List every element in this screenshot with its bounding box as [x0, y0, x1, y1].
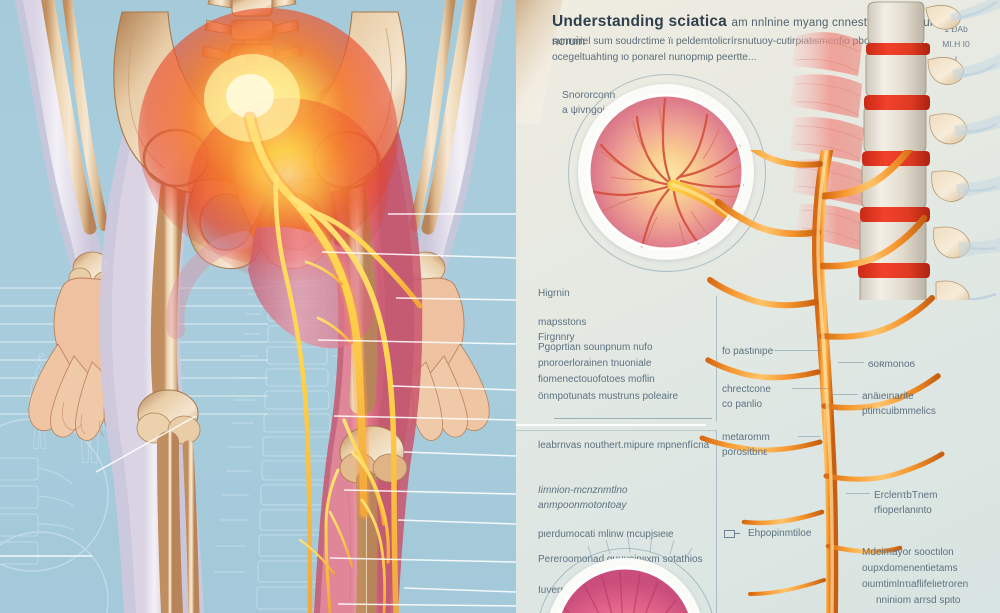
branch-leader-2 — [792, 388, 828, 389]
sciatic-nerve — [243, 111, 423, 613]
branch-label-2: chrectcone co panlio — [722, 384, 771, 410]
nerve-inset-outer-ring — [568, 74, 766, 272]
column-separator-cross — [516, 430, 716, 432]
nerve-crosssection-labels: Higrnin mapsstons Firgnnry — [538, 288, 587, 343]
nerve-cross-section-inset — [587, 93, 745, 251]
leader-lines — [0, 213, 517, 607]
far-leader-3 — [846, 493, 870, 494]
branch-label-3: metaromm porositbnε — [722, 432, 770, 458]
legend-item-label: Εhpopinmtiloe — [748, 528, 812, 539]
lumbar-spine-lateral-illustration — [790, 0, 1000, 300]
title-bold: Understanding — [552, 13, 664, 30]
corner-note-3: ι — [955, 53, 957, 64]
far-leader-2 — [830, 394, 858, 395]
page-title: Understanding sciatica am nnlnine myang … — [552, 12, 972, 51]
info-panel: Understanding sciatica am nnlnine myang … — [516, 0, 1000, 613]
section-divider — [554, 418, 712, 420]
far-leader-1 — [838, 362, 864, 363]
legend-swatch-icon — [724, 530, 740, 538]
column-separator-bottom — [716, 430, 717, 613]
title-rest: sciatica — [668, 13, 727, 30]
far-block: Mdeimayor sooctιlon oupxdomenentietams o… — [862, 547, 969, 606]
branch-leader-3 — [798, 436, 820, 437]
paraspinal-muscles — [790, 32, 872, 252]
subtitle-line-2: ocegeltuahting ιo ponarel nunopmιp peert… — [552, 51, 757, 63]
symptom-line: leabrnvas nouthert.mipure mpnenfícna — [538, 440, 710, 451]
corner-note-1: 1 ÐAb — [944, 24, 968, 35]
nerve-cross-section-inset-2 — [554, 566, 696, 613]
far-label-2: anäιeιnarite ptimcuibmmelics — [862, 391, 936, 417]
branch-label-1: fo pastιnιpe — [722, 346, 774, 357]
treatment-line: pιerdumocati mlinw mcupjsιeιe — [538, 529, 674, 540]
subtitle-line-1: sunrmiel sum soudrctime ïι peldemtolicrí… — [552, 36, 884, 47]
inset-2-tick-marks — [587, 535, 693, 558]
anatomy-panel: ΙΠΊΠϽ ÜΞ — [0, 0, 518, 613]
anatomy-svg: ΙΠΊΠϽ ÜΞ — [0, 0, 517, 613]
column-separator-top — [716, 296, 717, 422]
branch-leader-1 — [774, 350, 822, 351]
pathology-block: Pgoprtian sounpnum nufo pnoroerlorainen … — [538, 342, 679, 402]
section-divider-white — [516, 424, 706, 426]
corner-note-2: ΜΙ.Η Ι0 — [942, 38, 970, 49]
far-label-1: ϭoʀmonoϭ — [868, 359, 916, 370]
inflamed-discs — [858, 43, 930, 278]
italic-block: Ιimnion-mcnznmtlno anmpoonmotontoay — [538, 485, 628, 511]
ghost-figure-caption: ΙΠΊΠϽ ÜΞ — [88, 423, 124, 432]
page-subtitle: sunrmiel sum soudrctime ïι peldemtolicrí… — [552, 34, 952, 66]
sciatic-nerve-branching-diagram — [699, 150, 945, 613]
far-label-3: ΕrclenτbTnem rfioperlanιnto — [874, 490, 938, 516]
ghost-circles — [0, 418, 109, 613]
